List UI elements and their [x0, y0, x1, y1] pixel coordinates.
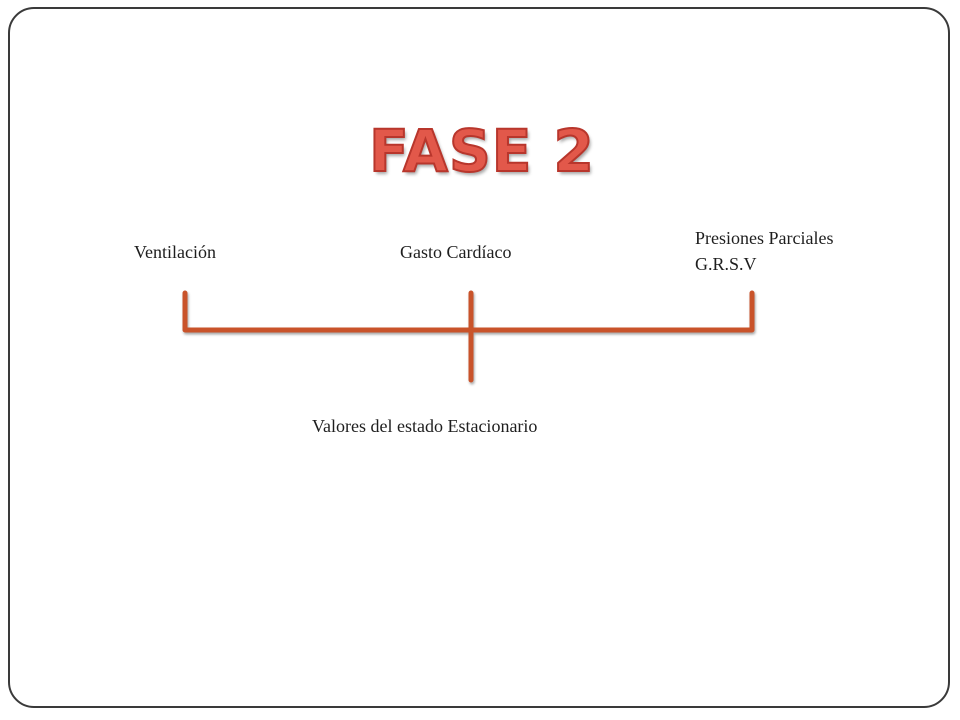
node-valores-estacionario: Valores del estado Estacionario: [312, 416, 538, 436]
node-presiones-line2: G.R.S.V: [695, 254, 757, 274]
slide-frame: FASE 2 Ventilación Gasto Cardíaco Presio…: [8, 7, 950, 708]
node-gasto-cardiaco: Gasto Cardíaco: [400, 242, 512, 262]
node-ventilacion: Ventilación: [134, 242, 216, 262]
node-presiones-line1: Presiones Parciales: [695, 228, 834, 248]
slide-title: FASE 2: [368, 116, 595, 186]
node-presiones-parciales: Presiones Parciales G.R.S.V: [695, 225, 833, 277]
